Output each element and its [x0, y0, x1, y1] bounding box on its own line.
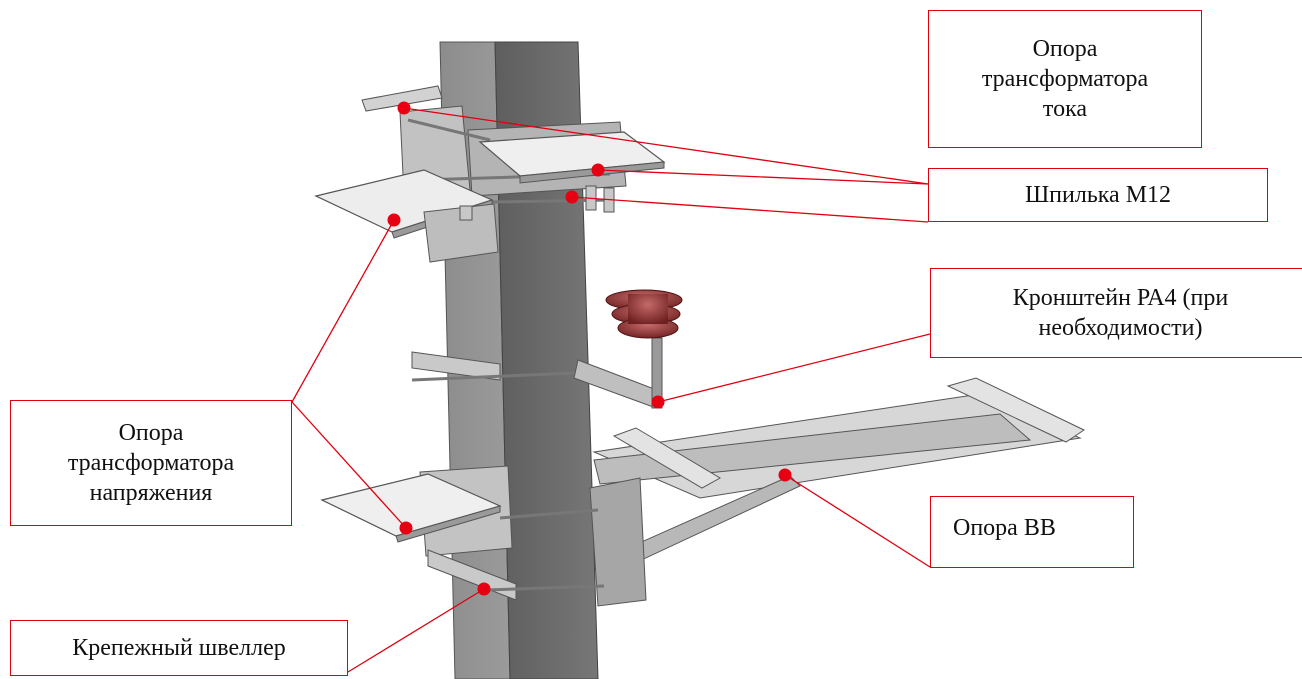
marker-dots — [387, 101, 792, 596]
marker-vt-upper — [387, 213, 401, 227]
fixing-channel — [427, 549, 605, 601]
marker-ct-right — [591, 163, 605, 177]
marker-ct-left — [397, 101, 411, 115]
callout-fixing-channel: Крепежный швеллер — [10, 620, 348, 676]
marker-bracket — [651, 395, 665, 409]
marker-vt-lower — [399, 521, 413, 535]
marker-stud — [565, 190, 579, 204]
callout-bracket-pa4: Кронштейн РА4 (при необходимости) — [930, 268, 1302, 358]
marker-breaker — [778, 468, 792, 482]
callout-vt-support: Опора трансформатора напряжения — [10, 400, 292, 526]
callout-ct-support: Опора трансформатора тока — [928, 10, 1202, 148]
leader-lines — [291, 107, 931, 673]
insulator — [605, 289, 683, 339]
vt-support-upper — [314, 169, 499, 263]
callout-stud-m12: Шпилька М12 — [928, 168, 1268, 222]
callout-breaker-support: Опора ВВ — [930, 496, 1134, 568]
vt-support-lower — [320, 465, 599, 557]
marker-channel — [477, 582, 491, 596]
bracket-pa4 — [411, 337, 663, 409]
breaker-support-frame — [589, 377, 1086, 607]
ct-support-frame — [361, 85, 666, 197]
